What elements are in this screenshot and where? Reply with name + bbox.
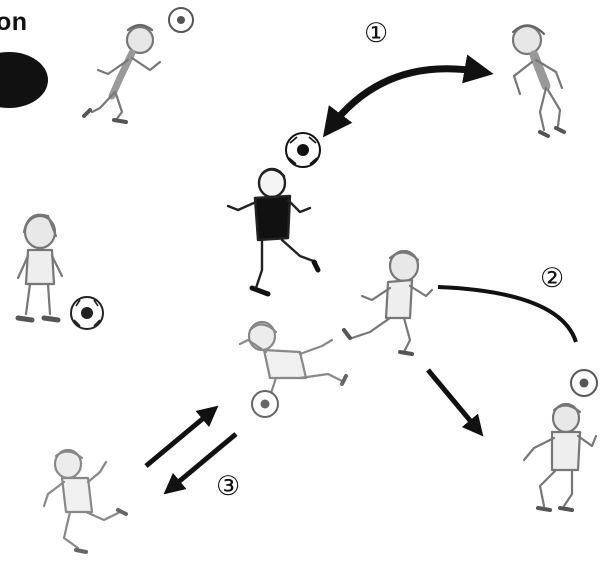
player-left-girl-dribbling bbox=[15, 213, 64, 323]
pass-arrow-3-up bbox=[144, 405, 219, 468]
step-label-1: ① bbox=[364, 18, 389, 49]
player-top-right-heading bbox=[511, 24, 566, 138]
soccer-ball-icon bbox=[251, 390, 279, 418]
soccer-ball-icon bbox=[168, 7, 194, 33]
player-middle-right-running bbox=[342, 249, 434, 356]
soccer-ball-icon bbox=[285, 132, 321, 168]
run-arrow-2 bbox=[426, 368, 484, 437]
player-center-black-kit bbox=[226, 167, 321, 297]
player-middle-kicking bbox=[238, 320, 348, 408]
soccer-ball-icon bbox=[70, 296, 104, 330]
player-bottom-left-juggling bbox=[42, 448, 128, 554]
step-label-3: ③ bbox=[216, 471, 241, 502]
step-label-2: ② bbox=[540, 263, 565, 294]
pass-arrow-3-down bbox=[163, 432, 238, 495]
pass-arrow-1 bbox=[322, 54, 494, 138]
soccer-ball-icon bbox=[570, 369, 598, 397]
player-bottom-right-chest-control bbox=[522, 402, 598, 512]
partial-heading: on bbox=[0, 8, 28, 36]
pass-path-2 bbox=[437, 285, 578, 343]
player-heading-ball-top-left bbox=[82, 23, 162, 124]
